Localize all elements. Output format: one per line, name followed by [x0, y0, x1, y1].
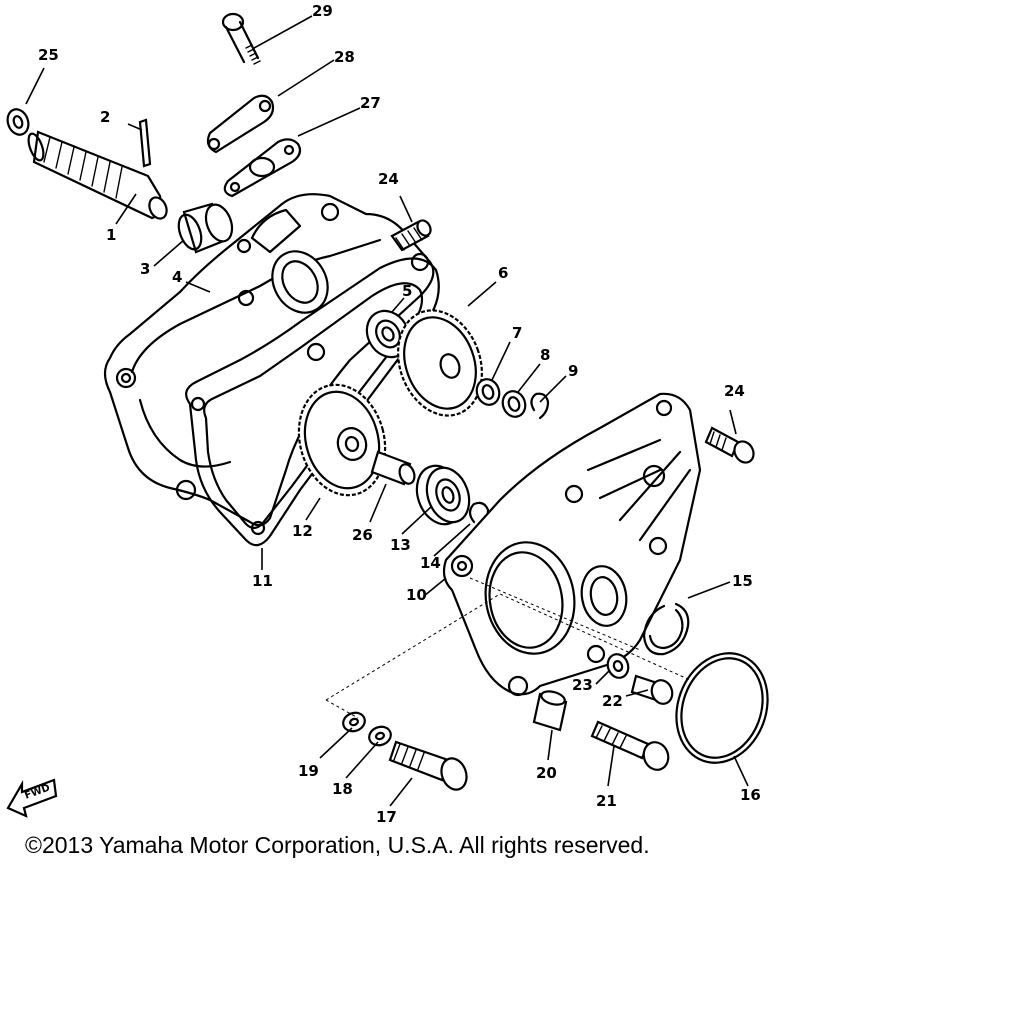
callout-28: 28 — [334, 48, 355, 66]
bolt-17 — [388, 740, 468, 791]
callout-10: 10 — [406, 586, 427, 604]
callout-26: 26 — [352, 526, 373, 544]
callout-3: 3 — [140, 260, 150, 278]
washer-8 — [501, 390, 527, 418]
shaft-1 — [27, 130, 168, 220]
gear-12 — [297, 383, 387, 497]
bolt-22 — [630, 674, 674, 705]
callout-22: 22 — [602, 692, 623, 710]
callout-24-right: 24 — [724, 382, 745, 400]
washer-18 — [368, 725, 392, 747]
bolt-24-right — [704, 426, 755, 464]
callout-18: 18 — [332, 780, 353, 798]
callout-13: 13 — [390, 536, 411, 554]
callout-21: 21 — [596, 792, 617, 810]
callout-15: 15 — [732, 572, 753, 590]
cover-10 — [442, 392, 702, 697]
dowel-20 — [532, 690, 568, 732]
washer-19 — [342, 711, 366, 733]
fwd-arrow-icon: FWD — [6, 778, 58, 818]
callout-5: 5 — [402, 282, 412, 300]
callout-17: 17 — [376, 808, 397, 826]
callout-24-upper: 24 — [378, 170, 399, 188]
bearing-5 — [365, 309, 411, 359]
callout-19: 19 — [298, 762, 319, 780]
copyright-notice: ©2013 Yamaha Motor Corporation, U.S.A. A… — [25, 832, 650, 858]
assembly-lines — [325, 577, 691, 719]
washer-23 — [606, 653, 630, 679]
callout-9: 9 — [568, 362, 578, 380]
bearing-13 — [415, 464, 471, 526]
stud-24-upper — [390, 219, 432, 252]
callout-4: 4 — [172, 268, 182, 286]
collar-26 — [370, 450, 416, 486]
callout-7: 7 — [512, 324, 522, 342]
circlip-15 — [642, 602, 690, 656]
callout-29: 29 — [312, 2, 333, 20]
callout-8: 8 — [540, 346, 550, 364]
o-ring-16 — [675, 652, 769, 764]
bolt-29 — [221, 12, 261, 65]
callout-12: 12 — [292, 522, 313, 540]
bolt-21 — [590, 720, 670, 771]
callout-2: 2 — [100, 108, 110, 126]
cover-plate-28 — [206, 94, 275, 154]
callout-14: 14 — [420, 554, 441, 572]
washer-25 — [6, 108, 30, 136]
callout-16: 16 — [740, 786, 761, 804]
callout-23: 23 — [572, 676, 593, 694]
collar-3 — [177, 202, 234, 254]
gear-6 — [397, 309, 483, 417]
callout-20: 20 — [536, 764, 557, 782]
callout-25: 25 — [38, 46, 59, 64]
washer-7 — [475, 378, 501, 406]
pin-2 — [138, 118, 152, 168]
callout-11: 11 — [252, 572, 273, 590]
callout-6: 6 — [498, 264, 508, 282]
callout-numbers: 29 28 27 25 2 1 3 4 24 5 6 7 8 9 12 26 1… — [38, 2, 761, 826]
leader-lines — [25, 15, 749, 807]
callout-1: 1 — [106, 226, 116, 244]
callout-27: 27 — [360, 94, 381, 112]
circlip-9 — [530, 392, 550, 420]
housing-4 — [103, 193, 435, 527]
gasket-27 — [223, 138, 302, 198]
